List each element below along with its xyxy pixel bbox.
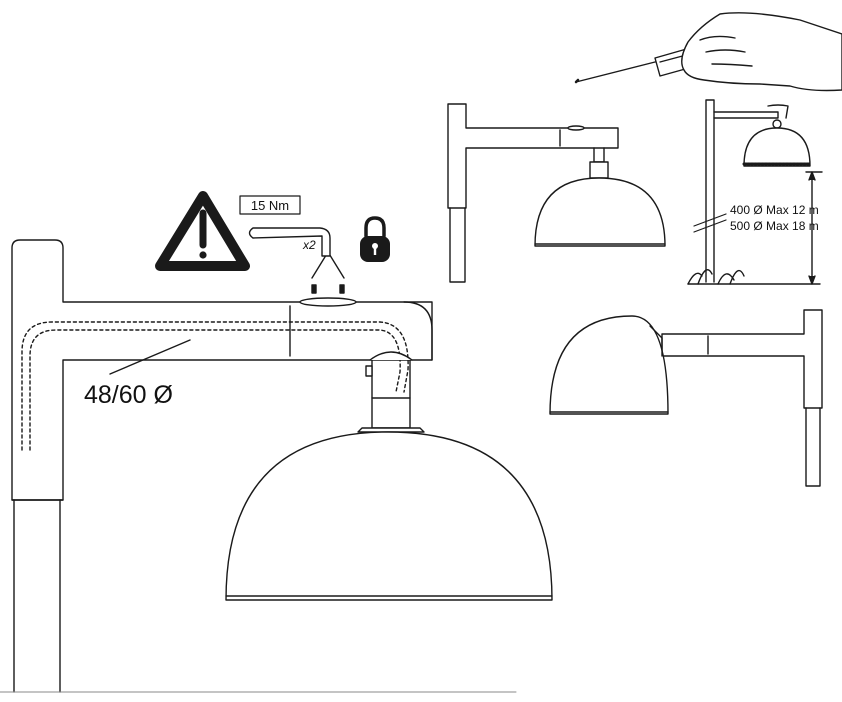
screw-left (311, 284, 317, 294)
lamp-neck (357, 351, 425, 433)
side-bracket-right (549, 309, 823, 487)
pole-height-diagram (687, 99, 823, 285)
main-shade (225, 431, 553, 601)
cable-dashed-1 (21, 321, 409, 451)
warning-icon (155, 191, 250, 271)
pole (13, 499, 61, 693)
side-bracket-top (447, 103, 666, 283)
height-spec-500: 500 Ø Max 18 m (730, 219, 819, 233)
hex-key-icon (248, 227, 331, 257)
diameter-leader (109, 339, 191, 375)
diameter-label: 48/60 Ø (84, 381, 173, 409)
screwdriver-hand-icon (574, 12, 842, 92)
height-spec-400: 400 Ø Max 12 m (730, 203, 819, 217)
screw-right (339, 284, 345, 294)
bracket-end (403, 301, 433, 361)
multiplier-label: x2 (302, 238, 316, 252)
grass-icon (687, 269, 745, 285)
padlock-icon (360, 216, 390, 262)
torque-label: 15 Nm (251, 198, 289, 213)
top-screw-slot (299, 251, 357, 307)
torque-box: 15 Nm (239, 195, 301, 215)
